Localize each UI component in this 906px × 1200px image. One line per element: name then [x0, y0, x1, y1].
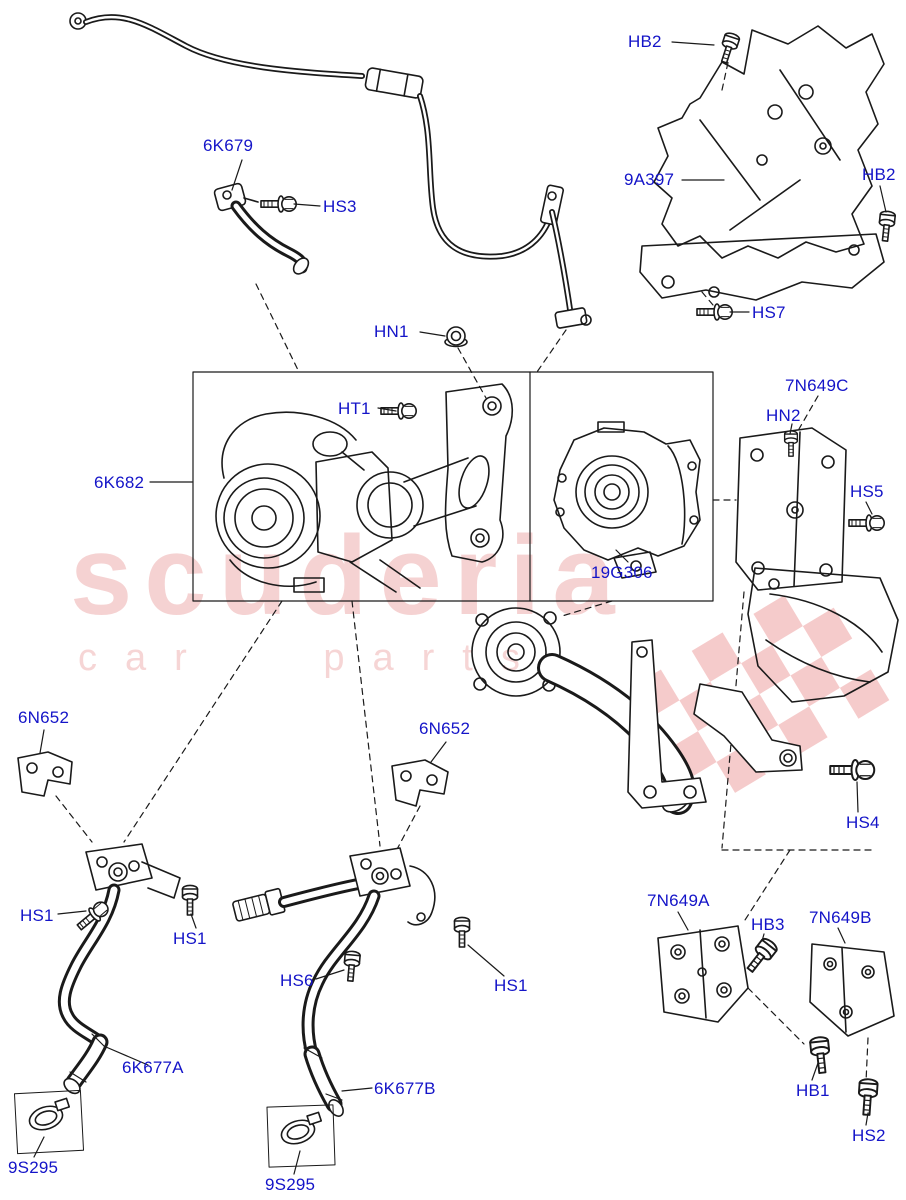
oil-feed-elbow-6K679-art — [213, 182, 310, 275]
exhaust-downpipe-art — [471, 607, 803, 815]
part-label-6K682: 6K682 — [94, 473, 145, 492]
part-label-7N649A: 7N649A — [647, 891, 710, 910]
bolt-hs1-b-icon — [181, 884, 199, 916]
part-label-6K677B: 6K677B — [374, 1079, 436, 1098]
part-label-HS1-c: HS1 — [494, 976, 528, 995]
part-label-HS3: HS3 — [323, 197, 357, 216]
part-label-9A397: 9A397 — [624, 170, 675, 189]
part-label-HB2-right: HB2 — [862, 165, 896, 184]
part-label-HB1: HB1 — [796, 1081, 830, 1100]
gasket-6N652-mid-art — [391, 759, 449, 807]
part-label-HN1: HN1 — [374, 322, 409, 341]
watermark-subtitle-text: car parts — [78, 637, 548, 679]
part-label-HN2: HN2 — [766, 406, 801, 425]
clamp-9S295-mid-art — [266, 1104, 336, 1168]
bracket-7N649C-art — [735, 427, 847, 591]
part-label-6K679: 6K679 — [203, 136, 254, 155]
turbo-box — [192, 371, 714, 602]
bracket-7N649B-art — [809, 943, 895, 1037]
bolt-hb2-top-icon — [716, 30, 742, 66]
gasket-6N652-left-art — [17, 751, 73, 797]
construction-dashes — [55, 57, 877, 1083]
part-label-HB3: HB3 — [751, 915, 785, 934]
bolt-hs1-c-icon — [453, 916, 471, 948]
nut-hn1-icon — [444, 326, 468, 348]
bolt-hb1-icon — [808, 1035, 833, 1075]
part-label-7N649C: 7N649C — [785, 376, 849, 395]
part-label-HS7: HS7 — [752, 303, 786, 322]
oil-drain-6K677B-art — [232, 847, 436, 1117]
heat-shield-9A397-art — [639, 25, 885, 301]
clamp-9S295-left-art — [13, 1089, 85, 1155]
bolt-hs3-icon — [260, 195, 298, 213]
part-label-9S295-mid: 9S295 — [265, 1175, 316, 1194]
part-label-HT1: HT1 — [338, 399, 371, 418]
part-label-HS1-a: HS1 — [20, 906, 54, 925]
part-label-HS4: HS4 — [846, 813, 880, 832]
bolt-hb2-right-icon — [876, 209, 897, 243]
bolt-hs5-icon — [848, 514, 886, 532]
part-label-7N649B: 7N649B — [809, 908, 872, 927]
turbocharger-6K682-art — [215, 383, 514, 593]
part-label-19G306: 19G306 — [591, 563, 653, 582]
part-label-6K677A: 6K677A — [122, 1058, 184, 1077]
part-label-HB2-top: HB2 — [628, 32, 662, 51]
part-label-6N652-mid: 6N652 — [419, 719, 471, 738]
leader-lines — [33, 41, 887, 1175]
bolt-hs6-icon — [342, 949, 362, 983]
bolt-hs4-icon — [829, 759, 876, 781]
bolt-hs7-icon — [696, 303, 734, 321]
lower-shield-art — [747, 567, 899, 703]
part-label-HS1-b: HS1 — [173, 929, 207, 948]
part-label-9S295-left: 9S295 — [8, 1158, 59, 1177]
catalyst-19G306-art — [553, 421, 701, 579]
bolt-hb3-icon — [741, 935, 780, 977]
oil-drain-6K677A-art — [57, 843, 181, 1095]
stud-hn2-icon — [783, 430, 799, 457]
watermark-title-text: scuderia — [70, 513, 627, 638]
part-label-HS5: HS5 — [850, 482, 884, 501]
part-label-6N652-left: 6N652 — [18, 708, 70, 727]
bolt-hs2-icon — [856, 1077, 879, 1117]
stud-ht1-icon — [380, 402, 418, 420]
part-label-HS2: HS2 — [852, 1126, 886, 1145]
bracket-7N649A-art — [657, 925, 749, 1023]
part-label-HS6: HS6 — [280, 971, 314, 990]
oil-feed-pipe-art — [69, 12, 592, 329]
